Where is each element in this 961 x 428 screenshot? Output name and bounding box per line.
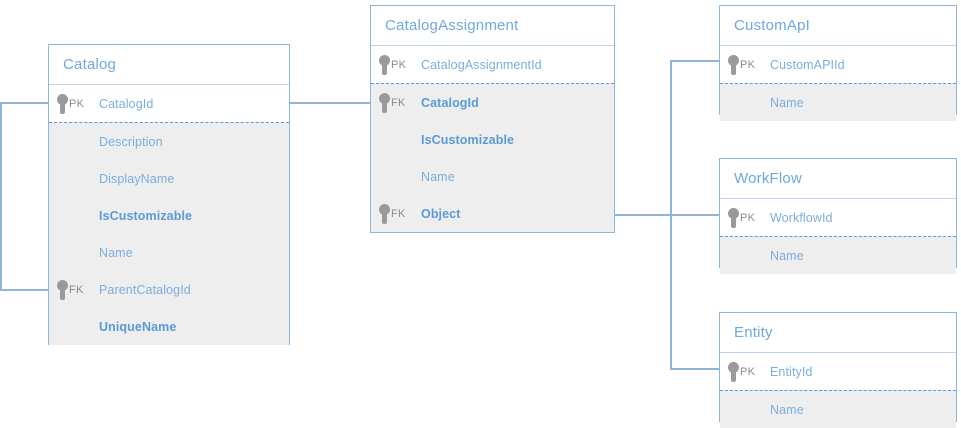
key-cell: PK: [49, 93, 99, 114]
field-name: Name: [770, 95, 804, 110]
table-row[interactable]: IsCustomizable: [49, 197, 289, 234]
key-label: PK: [740, 58, 756, 71]
key-label: FK: [391, 96, 406, 109]
connector-object-to-entity: [670, 368, 720, 370]
table-entity-title: Entity: [720, 313, 956, 353]
table-row[interactable]: IsCustomizable: [371, 121, 614, 158]
table-row[interactable]: PK CustomAPIId: [720, 46, 956, 83]
table-workflow[interactable]: WorkFlow PK WorkflowId Name: [719, 158, 957, 274]
table-row[interactable]: PK CatalogAssignmentId: [371, 46, 614, 83]
key-cell: PK: [720, 207, 770, 228]
key-cell: FK: [371, 92, 421, 113]
table-row[interactable]: DisplayName: [49, 160, 289, 197]
field-name: CatalogId: [421, 95, 479, 110]
connector-catalog-to-assignment: [290, 102, 370, 104]
table-row[interactable]: UniqueName: [49, 308, 289, 345]
field-name: Name: [770, 248, 804, 263]
key-cell: FK: [371, 203, 421, 224]
table-customapi-title: CustomApI: [720, 6, 956, 46]
table-row[interactable]: FK Object: [371, 195, 614, 232]
table-customapi[interactable]: CustomApI PK CustomAPIId Name: [719, 5, 957, 121]
table-workflow-title: WorkFlow: [720, 159, 956, 199]
key-cell: PK: [720, 54, 770, 75]
key-icon: [728, 207, 739, 228]
connector-catalog-self-bottom: [0, 289, 48, 291]
table-row[interactable]: PK CatalogId: [49, 85, 289, 122]
table-row[interactable]: Description: [49, 123, 289, 160]
key-icon: [379, 92, 390, 113]
table-row[interactable]: FK ParentCatalogId: [49, 271, 289, 308]
table-catalogassignment-attributes: FK CatalogId IsCustomizable Name FK Obje…: [371, 83, 614, 232]
connector-object-to-workflow: [670, 214, 720, 216]
table-entity-attributes: Name: [720, 390, 956, 428]
table-row[interactable]: Name: [720, 84, 956, 121]
table-catalog-title: Catalog: [49, 45, 289, 85]
field-name: Name: [421, 169, 455, 184]
table-catalog-pk-section: PK CatalogId: [49, 85, 289, 122]
table-customapi-attributes: Name: [720, 83, 956, 121]
field-name: Description: [99, 134, 163, 149]
key-cell: FK: [49, 279, 99, 300]
key-label: FK: [391, 207, 406, 220]
key-icon: [728, 54, 739, 75]
key-icon: [379, 54, 390, 75]
table-row[interactable]: Name: [720, 391, 956, 428]
field-name: WorkflowId: [770, 210, 833, 225]
table-customapi-pk-section: PK CustomAPIId: [720, 46, 956, 83]
key-icon: [379, 203, 390, 224]
key-label: PK: [740, 365, 756, 378]
key-cell: PK: [371, 54, 421, 75]
field-name: IsCustomizable: [421, 132, 515, 147]
table-workflow-pk-section: PK WorkflowId: [720, 199, 956, 236]
field-name: ParentCatalogId: [99, 282, 191, 297]
key-label: PK: [740, 211, 756, 224]
table-catalog[interactable]: Catalog PK CatalogId Description Display…: [48, 44, 290, 345]
table-row[interactable]: FK CatalogId: [371, 84, 614, 121]
key-cell: PK: [720, 361, 770, 382]
field-name: EntityId: [770, 364, 813, 379]
connector-catalog-self-left: [0, 102, 2, 290]
field-name: CatalogAssignmentId: [421, 57, 542, 72]
field-name: CatalogId: [99, 96, 154, 111]
connector-object-to-customapi: [670, 60, 720, 62]
field-name: IsCustomizable: [99, 208, 193, 223]
field-name: Name: [770, 402, 804, 417]
key-icon: [57, 279, 68, 300]
table-catalogassignment-title: CatalogAssignment: [371, 6, 614, 46]
key-icon: [728, 361, 739, 382]
table-workflow-attributes: Name: [720, 236, 956, 274]
key-icon: [57, 93, 68, 114]
table-catalog-attributes: Description DisplayName IsCustomizable N…: [49, 122, 289, 345]
table-row[interactable]: Name: [720, 237, 956, 274]
field-name: Name: [99, 245, 133, 260]
table-entity-pk-section: PK EntityId: [720, 353, 956, 390]
field-name: Object: [421, 206, 461, 221]
key-label: PK: [391, 58, 407, 71]
connector-object-stub: [614, 214, 672, 216]
table-catalogassignment[interactable]: CatalogAssignment PK CatalogAssignmentId…: [370, 5, 615, 233]
field-name: DisplayName: [99, 171, 175, 186]
table-entity[interactable]: Entity PK EntityId Name: [719, 312, 957, 428]
key-label: FK: [69, 283, 84, 296]
table-row[interactable]: Name: [371, 158, 614, 195]
key-label: PK: [69, 97, 85, 110]
table-row[interactable]: PK EntityId: [720, 353, 956, 390]
table-catalogassignment-pk-section: PK CatalogAssignmentId: [371, 46, 614, 83]
connector-catalog-self-top: [0, 102, 48, 104]
table-row[interactable]: PK WorkflowId: [720, 199, 956, 236]
table-row[interactable]: Name: [49, 234, 289, 271]
field-name: CustomAPIId: [770, 57, 845, 72]
field-name: UniqueName: [99, 319, 177, 334]
